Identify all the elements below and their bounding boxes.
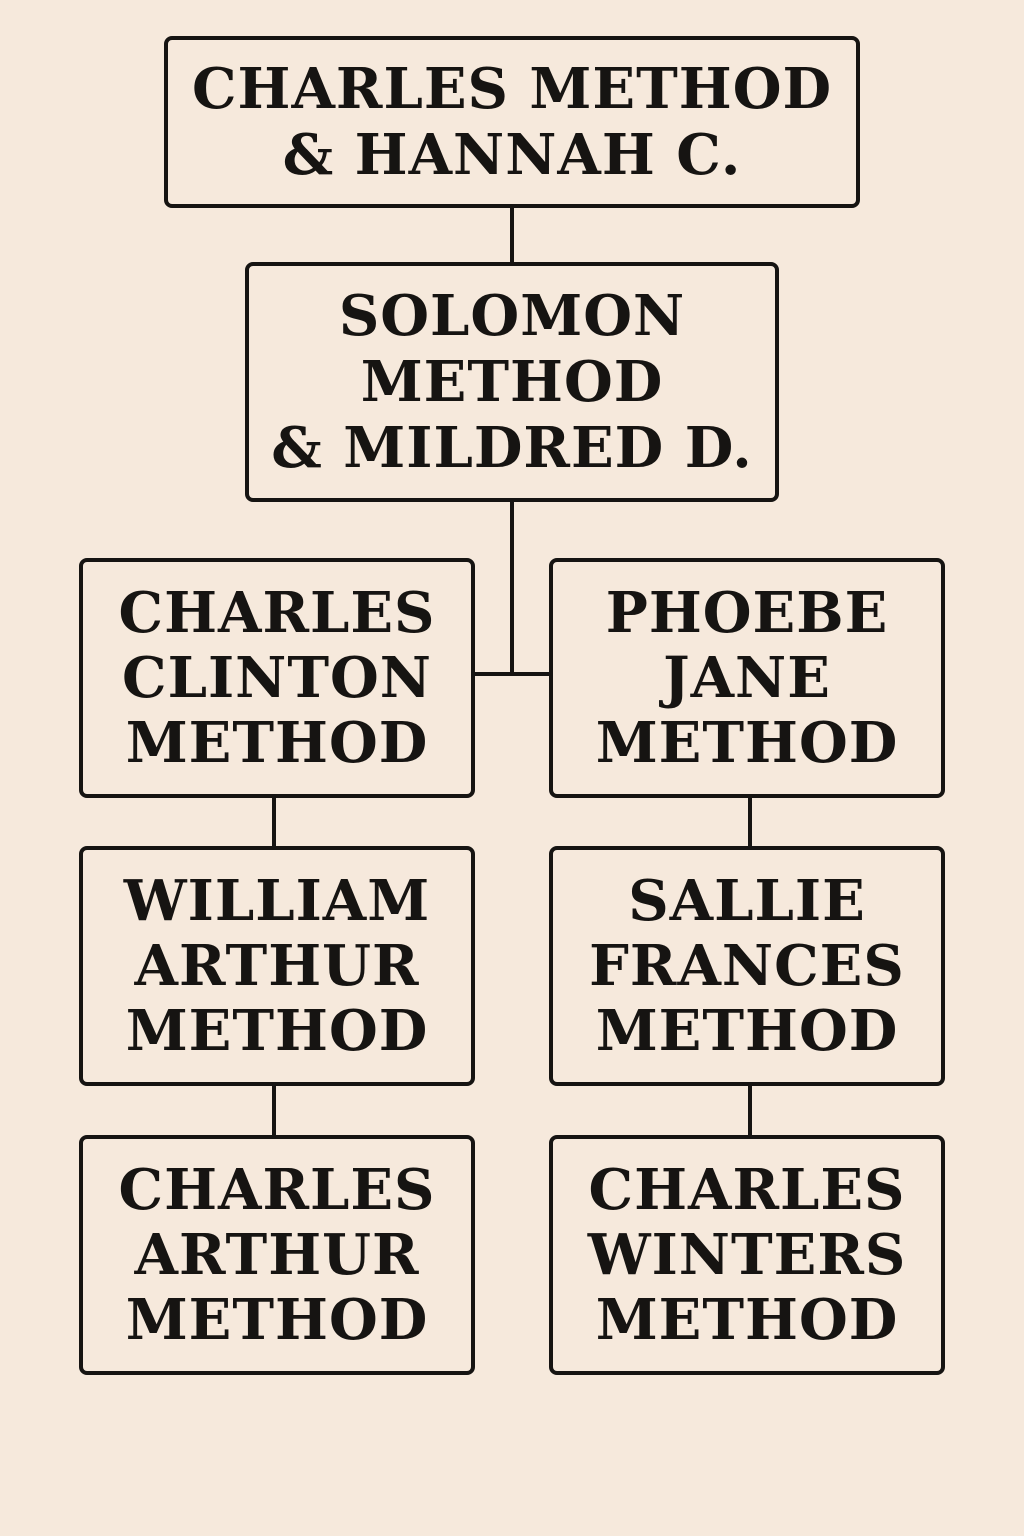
node-label-line: CHARLES — [588, 1156, 906, 1223]
node-phoebe-jane-method: PHOEBE JANE METHOD — [549, 558, 945, 798]
node-label-line: WINTERS — [587, 1221, 907, 1288]
node-label-line: METHOD — [595, 709, 899, 776]
node-label-line: SALLIE — [628, 867, 866, 934]
node-label-line: ARTHUR — [134, 1221, 420, 1288]
node-label-line: METHOD — [125, 1286, 429, 1353]
node-label-line: JANE — [663, 644, 831, 711]
node-label-line: CHARLES METHOD — [191, 56, 833, 122]
node-label-line: PHOEBE — [605, 579, 889, 646]
node-charles-method-hannah-c: CHARLES METHOD & HANNAH C. — [164, 36, 860, 208]
node-label-line: WILLIAM — [123, 867, 431, 934]
node-sallie-frances-method: SALLIE FRANCES METHOD — [549, 846, 945, 1086]
node-label-line: METHOD — [360, 349, 664, 415]
node-label-line: SOLOMON — [338, 283, 686, 349]
node-charles-clinton-method: CHARLES CLINTON METHOD — [79, 558, 475, 798]
node-label-line: ARTHUR — [134, 932, 420, 999]
node-label-line: CHARLES — [118, 1156, 436, 1223]
node-label-line: & HANNAH C. — [282, 122, 742, 188]
node-label-line: CHARLES — [118, 579, 436, 646]
node-label-line: METHOD — [595, 1286, 899, 1353]
node-charles-winters-method: CHARLES WINTERS METHOD — [549, 1135, 945, 1375]
node-label-line: METHOD — [595, 997, 899, 1064]
node-solomon-method-mildred-d: SOLOMON METHOD & MILDRED D. — [245, 262, 779, 502]
node-label-line: CLINTON — [122, 644, 432, 711]
node-label-line: METHOD — [125, 997, 429, 1064]
node-label-line: & MILDRED D. — [271, 415, 753, 481]
node-william-arthur-method: WILLIAM ARTHUR METHOD — [79, 846, 475, 1086]
node-label-line: FRANCES — [589, 932, 905, 999]
node-charles-arthur-method: CHARLES ARTHUR METHOD — [79, 1135, 475, 1375]
node-label-line: METHOD — [125, 709, 429, 776]
